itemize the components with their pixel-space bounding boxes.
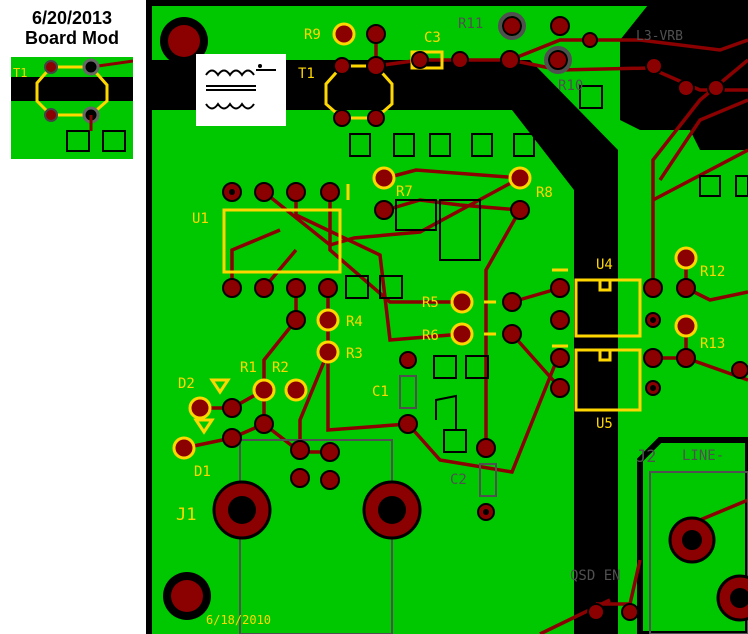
label-r13: R13 xyxy=(700,336,725,352)
pad-r13 xyxy=(674,314,698,338)
label-d2: D2 xyxy=(178,376,195,392)
ground-vias xyxy=(227,187,658,517)
title-caption: Board Mod xyxy=(25,28,119,48)
silkscreen-outlines xyxy=(193,50,642,435)
j2-connector-pads xyxy=(668,516,748,622)
mounting-hole xyxy=(171,580,203,612)
pad-r3 xyxy=(316,340,340,364)
pcb-layout: R9 C3 T1 U1 R7 R8 U4 R12 R5 R6 R4 R3 R13… xyxy=(146,0,748,634)
j1-connector-pads xyxy=(212,480,422,540)
label-line: LINE- xyxy=(682,448,724,464)
label-d1: D1 xyxy=(194,464,211,480)
label-u4: U4 xyxy=(596,257,613,273)
board-date: 6/18/2010 xyxy=(206,613,271,627)
pad-r4 xyxy=(316,308,340,332)
label-r7: R7 xyxy=(396,184,413,200)
label-r5: R5 xyxy=(422,295,439,311)
pad-r11 xyxy=(498,12,526,40)
yellow-pads xyxy=(172,22,698,460)
pad-d1 xyxy=(172,436,196,460)
label-r10: R10 xyxy=(558,78,583,94)
label-j2: J2 xyxy=(636,447,656,467)
label-r11: R11 xyxy=(458,16,483,32)
mounting-hole xyxy=(168,25,200,57)
label-r12: R12 xyxy=(700,264,725,280)
pad-r6 xyxy=(450,322,474,346)
label-c2: C2 xyxy=(450,472,467,488)
pad-r8 xyxy=(508,166,532,190)
pad-r5 xyxy=(450,290,474,314)
gray-labels: R11 R10 C2 J2 LINE- QSD EN L3-VRB xyxy=(450,16,724,584)
pad-d2 xyxy=(188,396,212,420)
label-u1: U1 xyxy=(192,211,209,227)
transformer-symbol xyxy=(196,54,286,126)
label-r2: R2 xyxy=(272,360,289,376)
label-r4: R4 xyxy=(346,314,363,330)
inset-pad xyxy=(82,58,100,76)
title-date: 6/20/2013 xyxy=(31,8,113,28)
footprints xyxy=(345,85,748,453)
mounting-hole xyxy=(712,22,748,58)
label-u5: U5 xyxy=(596,416,613,432)
label-qsd-en: QSD EN xyxy=(570,568,621,584)
label-t1: T1 xyxy=(298,66,315,82)
pad-r9 xyxy=(332,22,356,46)
ground-band xyxy=(152,60,618,634)
label-r8: R8 xyxy=(536,185,553,201)
inset-pad xyxy=(44,108,58,122)
label-r9: R9 xyxy=(304,27,321,43)
t1-modification-inset: T1 xyxy=(11,57,133,159)
pad-r12 xyxy=(674,246,698,270)
label-r6: R6 xyxy=(422,328,439,344)
pad-r10 xyxy=(544,46,572,74)
label-r1: R1 xyxy=(240,360,257,376)
inset-t1-label: T1 xyxy=(13,66,27,80)
label-j1: J1 xyxy=(176,505,196,525)
pad-r7 xyxy=(372,166,396,190)
label-r3: R3 xyxy=(346,346,363,362)
inset-pad xyxy=(44,60,58,74)
pad-r2 xyxy=(284,378,308,402)
label-top-right: L3-VRB xyxy=(636,29,683,44)
label-c1: C1 xyxy=(372,384,389,400)
pad-r1 xyxy=(252,378,276,402)
silkscreen-labels: R9 C3 T1 U1 R7 R8 U4 R12 R5 R6 R4 R3 R13… xyxy=(176,27,725,627)
label-c3: C3 xyxy=(424,30,441,46)
board-mod-title: 6/20/2013 Board Mod xyxy=(8,8,136,48)
copper-traces xyxy=(183,34,748,634)
